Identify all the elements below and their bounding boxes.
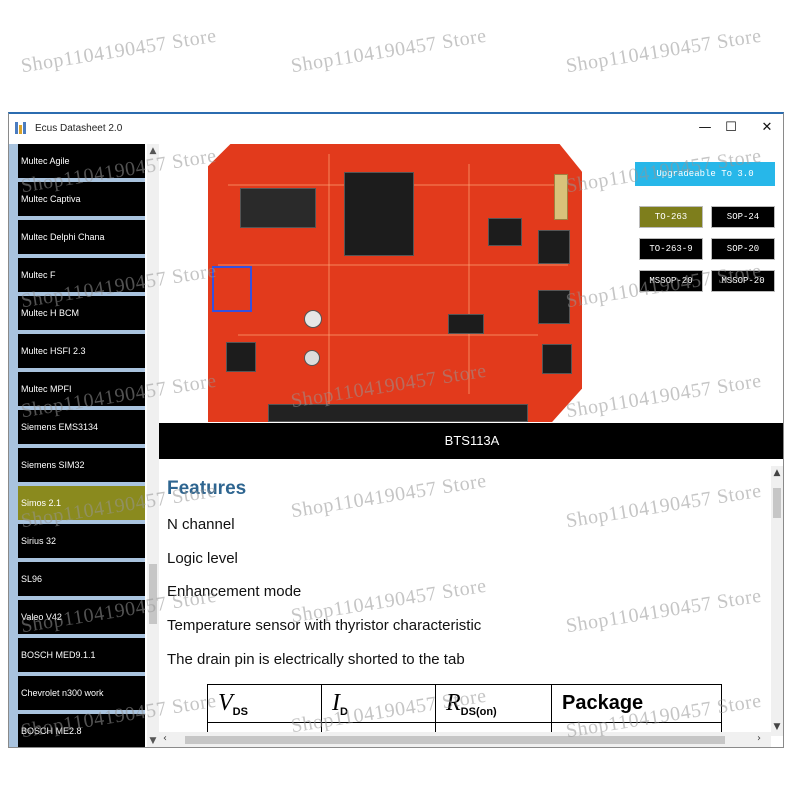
scroll-right-icon[interactable]: › (757, 733, 761, 744)
scroll-up-icon[interactable]: ▲ (149, 146, 157, 156)
sidebar-item[interactable]: Multec Captiva (18, 182, 145, 216)
feature-line: The drain pin is electrically shorted to… (167, 651, 465, 668)
sidebar-item[interactable]: SL96 (18, 562, 145, 596)
sidebar-item[interactable]: Multec Agile (18, 144, 145, 178)
package-button[interactable]: MSSOP-20 (639, 270, 703, 292)
minimize-button[interactable]: — (698, 120, 712, 135)
sidebar-scrollbar[interactable]: ▲ ▼ (147, 144, 159, 747)
sidebar-item[interactable]: Multec F (18, 258, 145, 292)
document-horizontal-scrollbar[interactable]: ‹ › (159, 732, 771, 747)
sidebar-item-selected[interactable]: Simos 2.1 (18, 486, 145, 520)
capacitor (304, 350, 320, 366)
sidebar-item[interactable]: Multec HSFI 2.3 (18, 334, 145, 368)
driver-chip (538, 290, 570, 324)
driver-chip (448, 314, 484, 334)
document-scroll-thumb[interactable] (773, 488, 781, 518)
scroll-up-icon[interactable]: ▲ (773, 468, 781, 478)
feature-line: Logic level (167, 550, 238, 567)
horizontal-scroll-thumb[interactable] (185, 736, 725, 744)
watermark: Shop1104190457 Store (19, 24, 219, 78)
features-heading: Features (167, 478, 247, 499)
package-button-selected[interactable]: TO-263 (639, 206, 703, 228)
part-name-banner: BTS113A (159, 423, 783, 459)
sidebar-item[interactable]: Multec H BCM (18, 296, 145, 330)
spec-table-header-row: VDS ID RDS(on) Package (207, 684, 722, 723)
scroll-down-icon[interactable]: ▼ (149, 736, 157, 746)
driver-chip (542, 344, 572, 374)
component-highlight-box (212, 266, 252, 312)
watermark: Shop1104190457 Store (564, 24, 764, 78)
app-icon (15, 122, 29, 134)
package-button[interactable]: TO-263-9 (639, 238, 703, 260)
board-connector (268, 404, 528, 422)
window-title: Ecus Datasheet 2.0 (35, 123, 123, 134)
eeprom-chip (240, 188, 316, 228)
driver-chip (226, 342, 256, 372)
header-vds: VDS (207, 684, 322, 723)
close-button[interactable]: ✕ (761, 120, 773, 135)
package-button[interactable]: MSSOP-20 (711, 270, 775, 292)
watermark: Shop1104190457 Store (289, 24, 489, 78)
scroll-left-icon[interactable]: ‹ (163, 733, 167, 744)
maximize-button[interactable]: ☐ (725, 120, 737, 135)
microcontroller-chip (344, 172, 414, 256)
app-window: Ecus Datasheet 2.0 — ☐ ✕ Multec Agile Mu… (8, 112, 784, 748)
datasheet-view: Features N channel Logic level Enhanceme… (159, 466, 771, 736)
header-package: Package (551, 684, 722, 723)
ecu-board-image (208, 144, 582, 422)
header-rdson: RDS(on) (435, 684, 552, 723)
sidebar-item[interactable]: Multec Delphi Chana (18, 220, 145, 254)
driver-chip (488, 218, 522, 246)
title-bar: Ecus Datasheet 2.0 — ☐ ✕ (9, 114, 783, 144)
spec-table: VDS ID RDS(on) Package (207, 684, 722, 736)
ecu-sidebar: Multec Agile Multec Captiva Multec Delph… (9, 144, 145, 747)
driver-chip (538, 230, 570, 264)
upgrade-button[interactable]: Upgradeable To 3.0 (635, 162, 775, 186)
sidebar-item[interactable]: BOSCH MED9.1.1 (18, 638, 145, 672)
feature-line: Temperature sensor with thyristor charac… (167, 617, 482, 634)
connector (554, 174, 568, 220)
header-id: ID (321, 684, 436, 723)
feature-line: N channel (167, 516, 235, 533)
sidebar-scroll-thumb[interactable] (149, 564, 157, 624)
capacitor (304, 310, 322, 328)
package-button[interactable]: SOP-20 (711, 238, 775, 260)
sidebar-item[interactable]: Multec MPFI (18, 372, 145, 406)
feature-line: Enhancement mode (167, 583, 302, 600)
scroll-down-icon[interactable]: ▼ (773, 722, 781, 732)
document-vertical-scrollbar[interactable]: ▲ ▼ (771, 466, 783, 736)
sidebar-item[interactable]: Valeo V42 (18, 600, 145, 634)
sidebar-item[interactable]: Sirius 32 (18, 524, 145, 558)
sidebar-item[interactable]: BOSCH ME2.8 (18, 714, 145, 747)
sidebar-item[interactable]: Chevrolet n300 work (18, 676, 145, 710)
package-button[interactable]: SOP-24 (711, 206, 775, 228)
sidebar-item[interactable]: Siemens SIM32 (18, 448, 145, 482)
sidebar-item[interactable]: Siemens EMS3134 (18, 410, 145, 444)
